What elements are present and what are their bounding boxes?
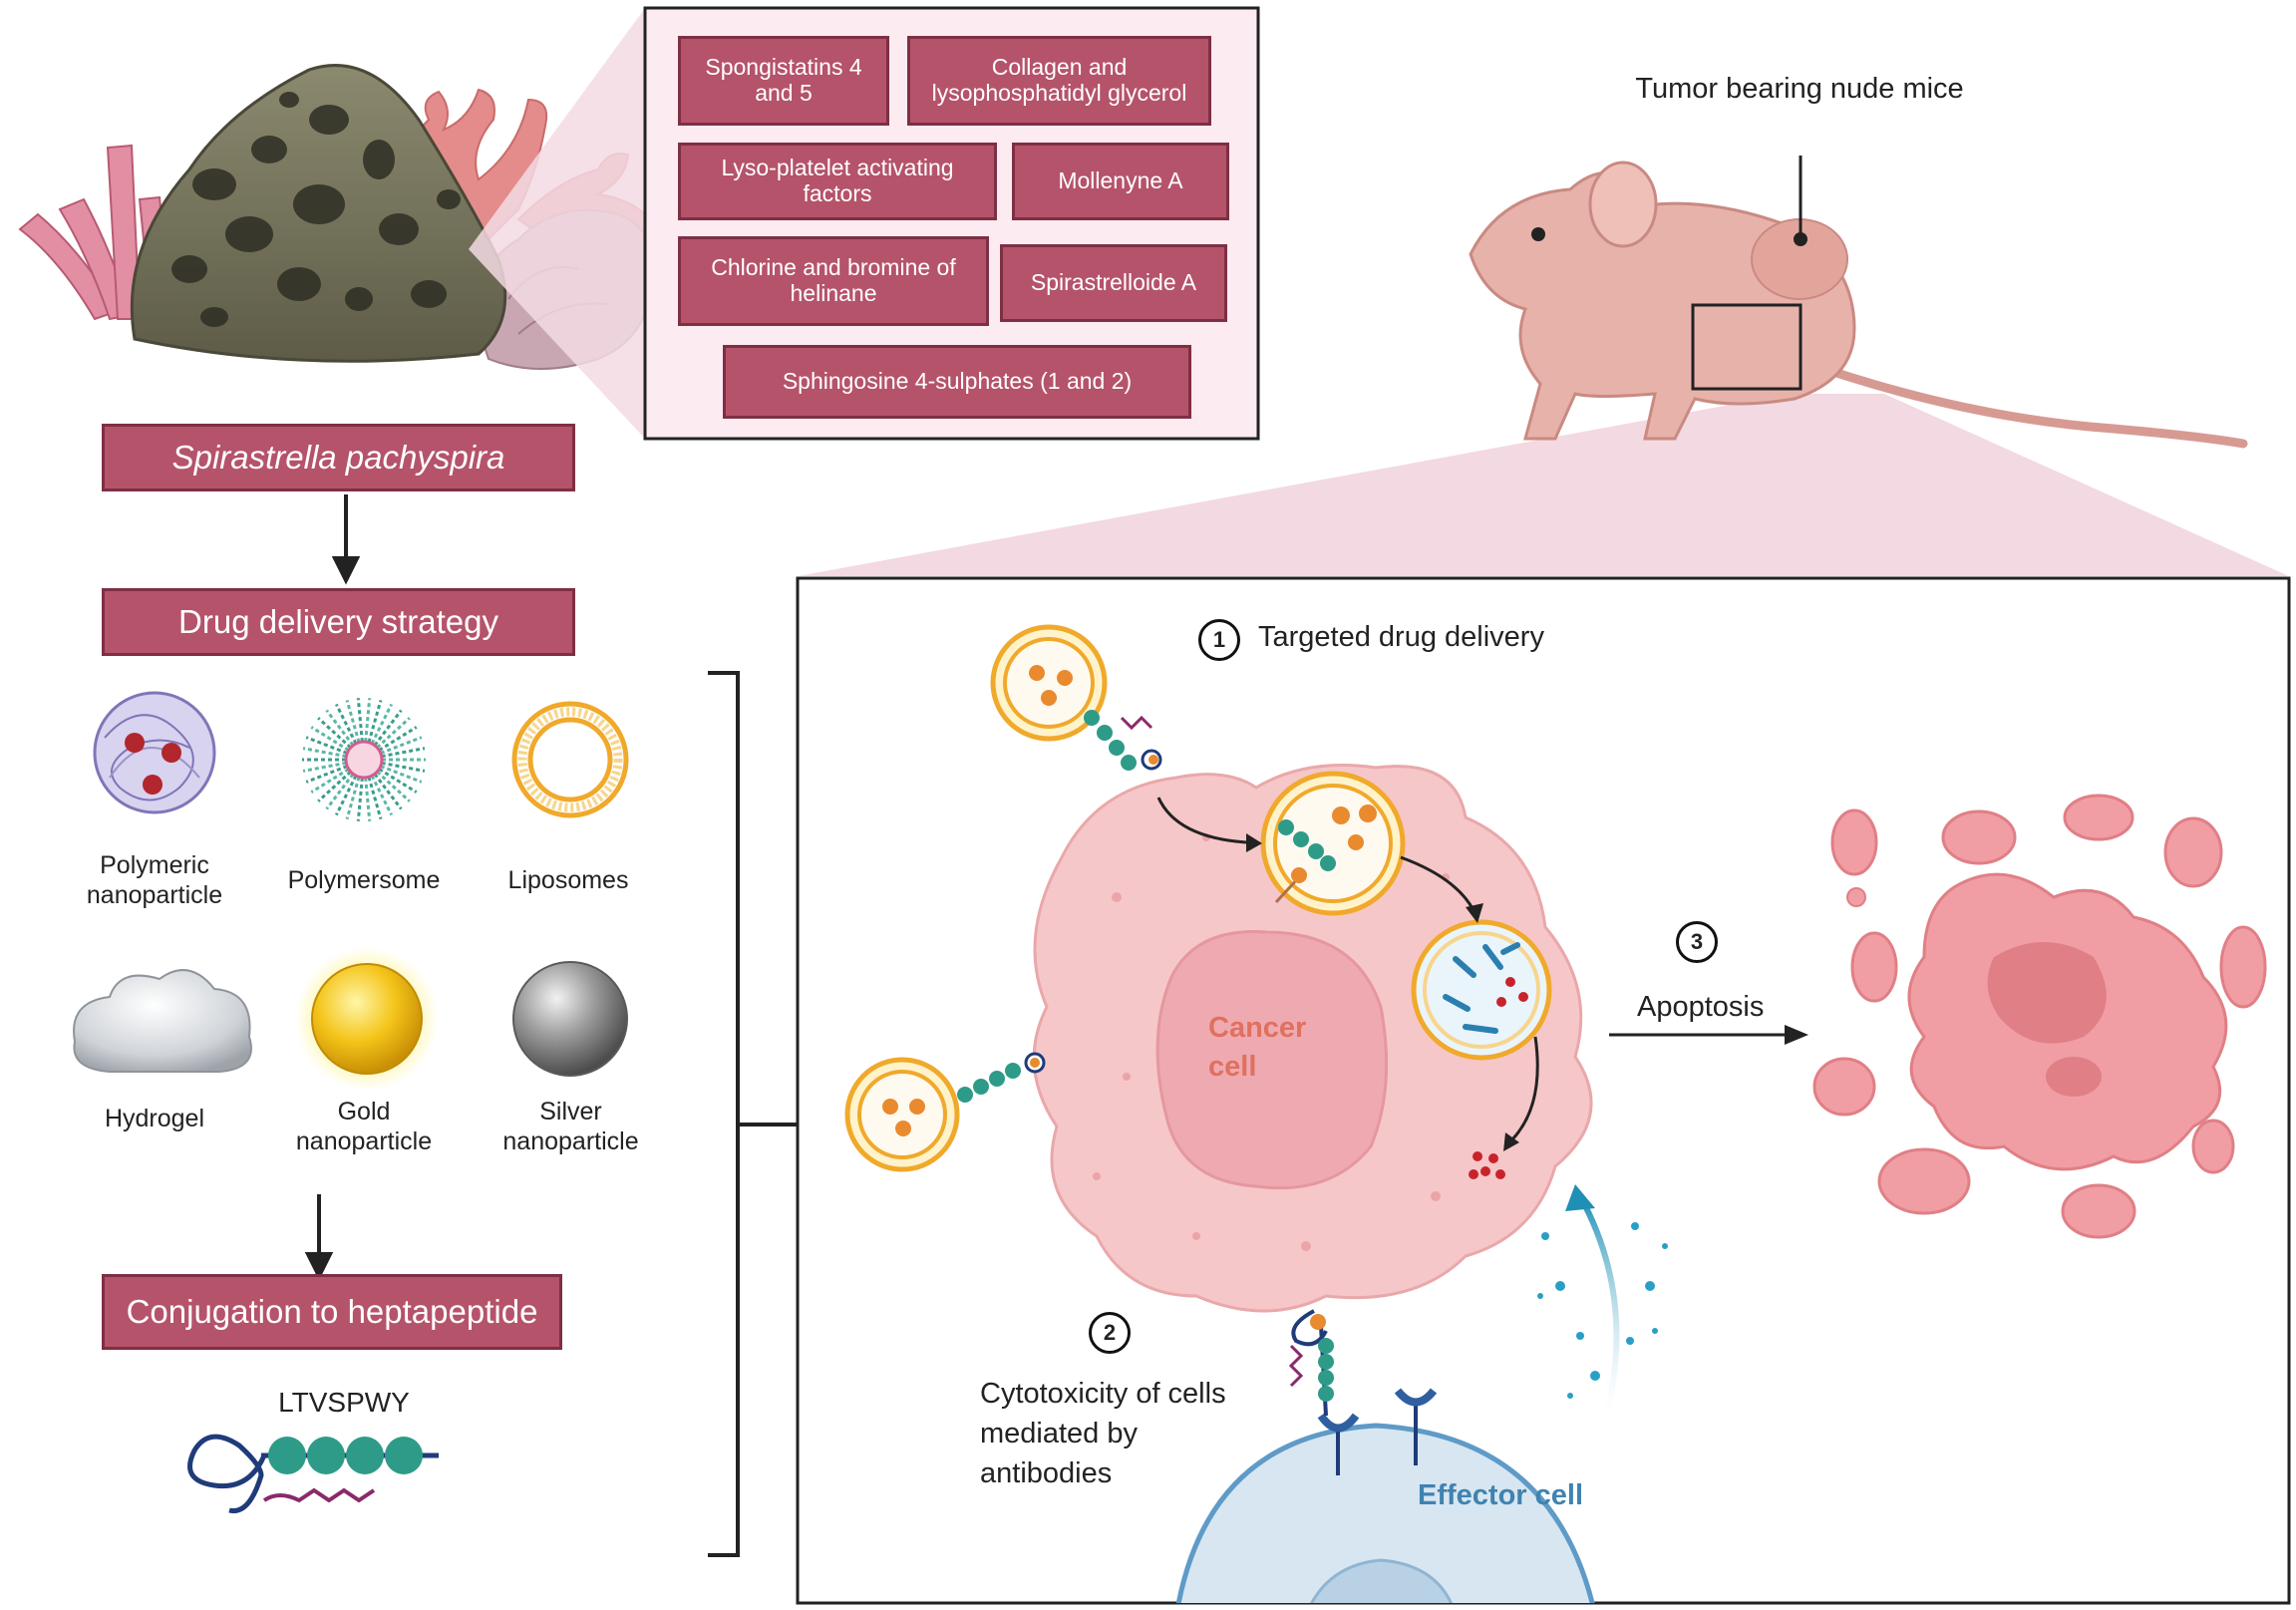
sponge-pores (171, 92, 461, 327)
polymeric-nanoparticle (93, 691, 216, 814)
fc-receptors (1317, 1388, 1438, 1475)
effector-nucleus (1310, 1558, 1453, 1603)
effector-cell-label: Effector cell (1418, 1479, 1583, 1511)
step-2-label: Cytotoxicity of cells mediated by antibo… (980, 1378, 1226, 1490)
compound-box-1: Spongistatins 4 and 5 (678, 36, 889, 126)
lysosome (1411, 919, 1552, 1061)
cytokine-arrowhead (1565, 1184, 1595, 1211)
mouse-tail (1819, 364, 2248, 449)
tube-coral (18, 144, 173, 321)
tumor-zoom-box (1691, 303, 1803, 391)
label-gold-nanoparticle: Gold nanoparticle (295, 1098, 433, 1155)
mouse-eye (1531, 227, 1545, 241)
bracket (708, 671, 798, 1557)
cytokine-arrow (1577, 1194, 1620, 1415)
endosome (1260, 771, 1406, 916)
cancer-cell-label: Cancer cell (1208, 1012, 1307, 1084)
peptide-label: LTVSPWY (278, 1387, 410, 1418)
label-silver-nanoparticle: Silver nanoparticle (502, 1098, 639, 1155)
conjugation-box: Conjugation to heptapeptide (102, 1274, 562, 1350)
flow-arrows (304, 494, 361, 1281)
cytokine-dots (1537, 1222, 1668, 1399)
compound-box-5: Chlorine and bromine of helinane (678, 236, 989, 326)
label-polymeric-nanoparticle: Polymeric nanoparticle (86, 851, 223, 909)
silver-nanoparticle (512, 961, 628, 1077)
process-arrowheads (1246, 833, 1519, 1151)
liposome-carrier-2 (844, 1052, 1046, 1172)
liposome-carrier-1 (990, 624, 1162, 771)
apoptosis-arrowhead (1785, 1025, 1808, 1045)
nude-mouse (1469, 156, 2248, 449)
compound-box-2: Collagen and lysophosphatidyl glycerol (907, 36, 1211, 126)
compound-box-6: Spirastrelloide A (1000, 244, 1227, 322)
gold-nanoparticle (295, 947, 439, 1091)
step-1-label: Targeted drug delivery (1258, 621, 1544, 653)
source-organism-box: Spirastrella pachyspira (102, 424, 575, 491)
hydrogel (73, 969, 252, 1073)
nucleus (1155, 930, 1389, 1190)
heptapeptide-illustration (187, 1434, 439, 1514)
apoptotic-cell (1812, 794, 2267, 1239)
mouse-ear (1588, 161, 1658, 248)
label-liposomes: Liposomes (507, 866, 629, 894)
zoom-wedge-compounds (469, 8, 645, 439)
drug-delivery-box: Drug delivery strategy (102, 588, 575, 656)
polymersome (302, 698, 426, 821)
process-arrows (1156, 797, 1539, 1143)
step-2-badge: 2 (1089, 1312, 1131, 1354)
compound-box-3: Lyso-platelet activating factors (678, 143, 997, 220)
step-3-label: Apoptosis (1637, 991, 1765, 1023)
compound-box-4: Mollenyne A (1012, 143, 1229, 220)
zoom-wedge-tumor (798, 394, 2289, 576)
mouse-pointer-dot (1794, 232, 1807, 246)
label-hydrogel: Hydrogel (104, 1105, 205, 1132)
mouse-label: Tumor bearing nude mice (1635, 73, 1964, 105)
step-1-badge: 1 (1198, 619, 1240, 661)
effector-cell (1175, 1423, 1595, 1603)
compound-box-7: Sphingosine 4-sulphates (1 and 2) (723, 345, 1191, 419)
bridging-antibody (1288, 1309, 1334, 1417)
label-polymersome: Polymersome (287, 866, 441, 894)
released-drug (1469, 1151, 1505, 1179)
liposome (511, 701, 629, 818)
step-3-badge: 3 (1676, 921, 1718, 963)
